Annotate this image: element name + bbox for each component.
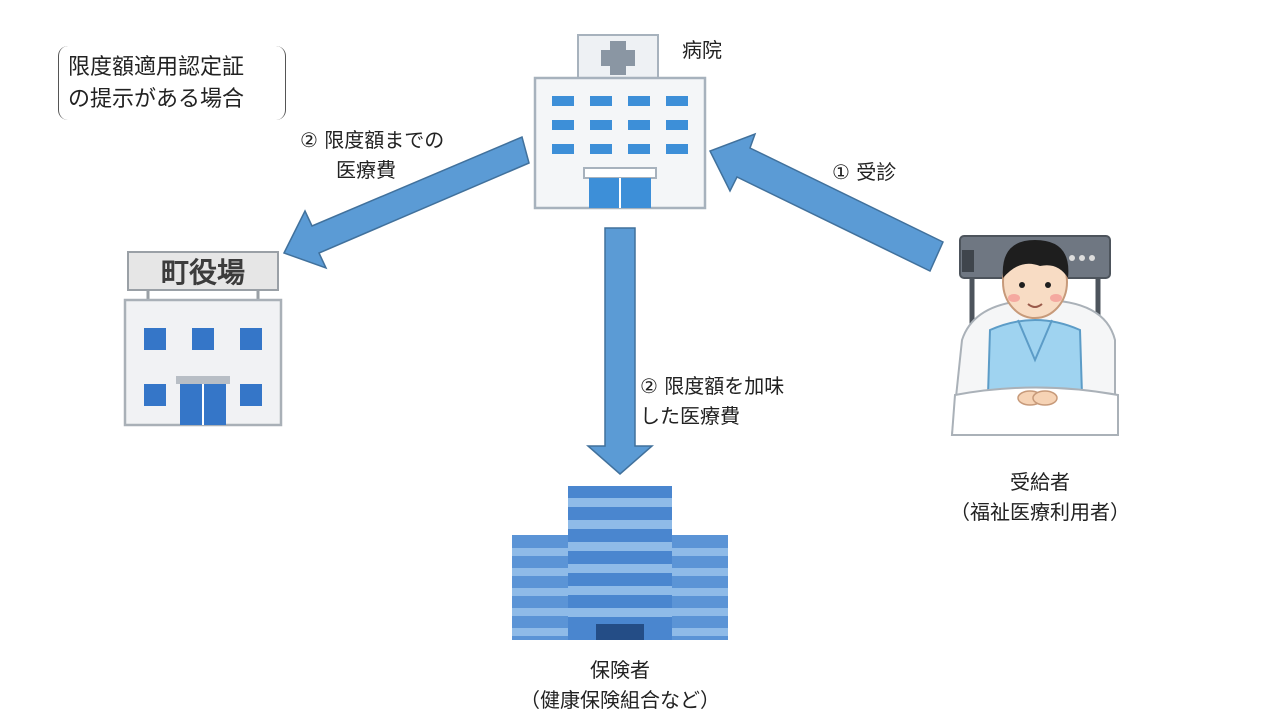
to-insurer-label-line2: した医療費 (640, 404, 740, 428)
note-bracket (58, 46, 286, 120)
to-insurer-label-line1: ② 限度額を加味 (640, 374, 785, 398)
insurer-label-line2: （健康保険組合など） (520, 688, 720, 712)
recipient-label-line2: （福祉医療利用者） (950, 500, 1130, 524)
hospital-label: 病院 (682, 38, 722, 62)
town-office-icon (123, 251, 283, 427)
arrow-hospital-to-insurer (586, 227, 654, 475)
consult-label: ① 受診 (832, 160, 897, 184)
recipient-label-line1: 受給者 (1010, 470, 1070, 494)
note-text: 限度額適用認定証 の提示がある場合 (68, 52, 244, 116)
hospital-icon (533, 34, 707, 210)
arrow-hospital-to-town-office (282, 135, 530, 270)
insurer-icon (512, 486, 728, 640)
insurer-label-line1: 保険者 (590, 658, 650, 682)
to-town-label-line1: ② 限度額までの (300, 128, 445, 152)
to-town-label-line2: 医療費 (336, 158, 396, 182)
note-line1: 限度額適用認定証 (68, 55, 245, 80)
note-line2: の提示がある場合 (68, 87, 245, 112)
town-office-sign: 町役場 (161, 256, 245, 289)
patient-in-bed-icon (950, 235, 1119, 436)
arrow-recipient-to-hospital (708, 132, 944, 273)
